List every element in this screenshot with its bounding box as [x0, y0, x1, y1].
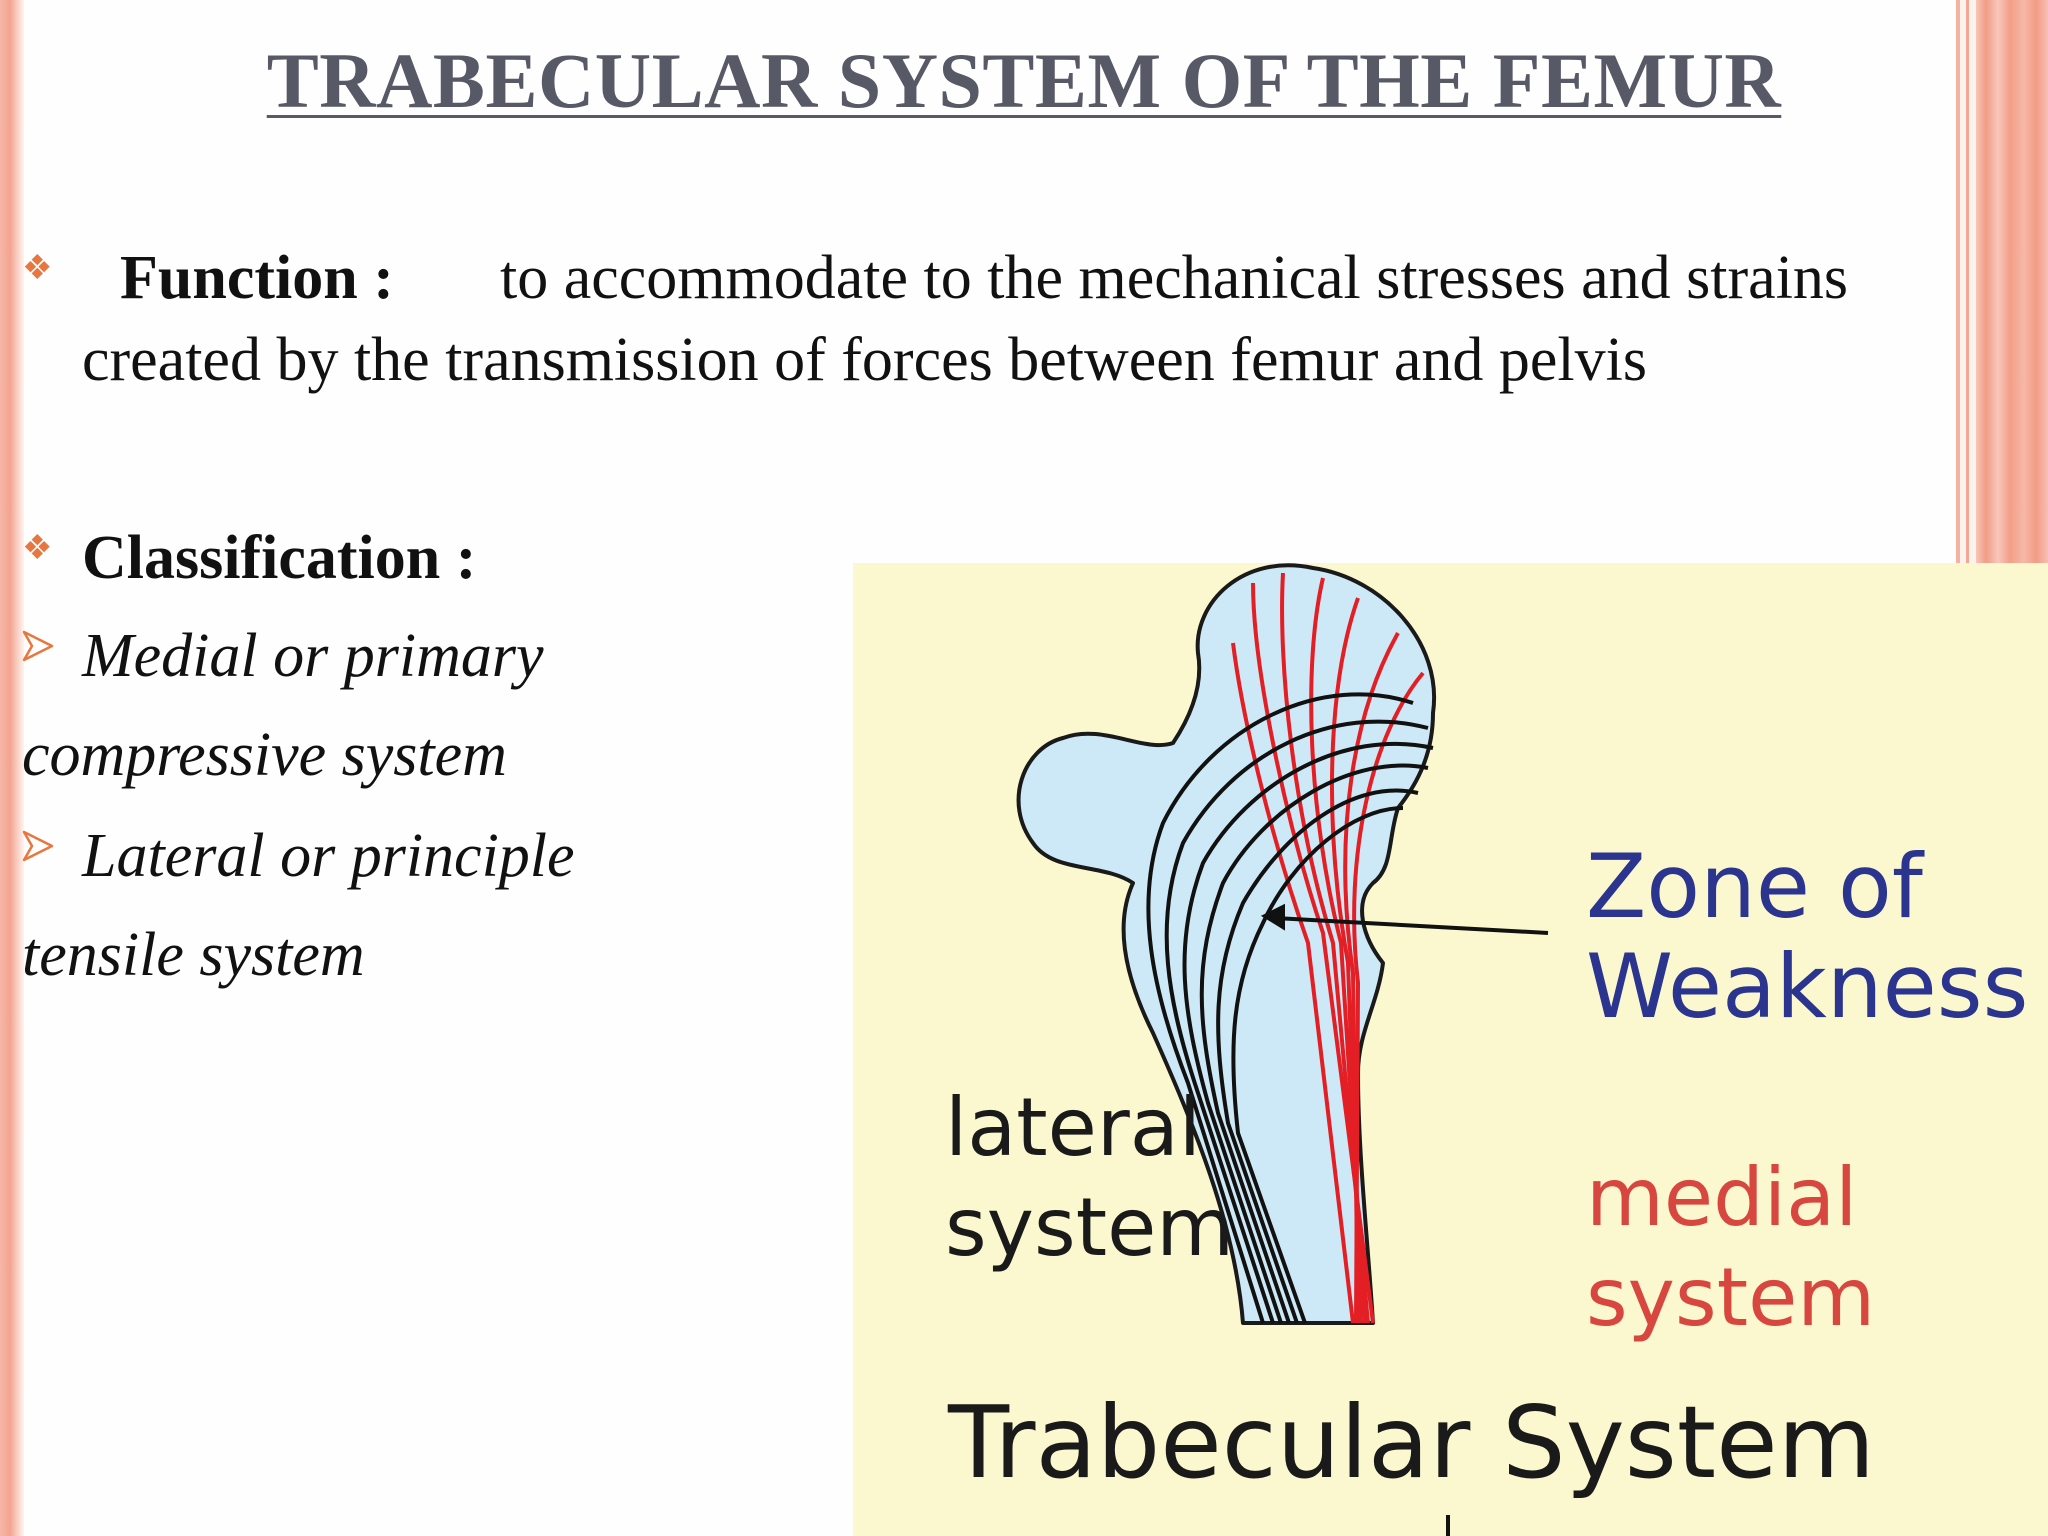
figure-caption: Trabecular System [948, 1384, 1876, 1501]
lateral-system-label-line2: system [945, 1181, 1235, 1274]
classification-item-2-line1: Lateral or principle [82, 822, 575, 890]
medial-system-label-line1: medial [1586, 1151, 1858, 1244]
zone-pointer [1260, 903, 1549, 935]
zone-of-weakness-label-line1: Zone of [1586, 835, 1923, 938]
diamond-bullet-icon: ❖ [22, 530, 53, 567]
classification-item-2-line2: tensile system [22, 921, 365, 989]
medial-system-label-line2: system [1586, 1251, 1876, 1344]
classification-item-1-line1: Medial or primary [82, 622, 544, 690]
function-text-line2: created by the transmission of forces be… [82, 326, 1647, 394]
arrow-bullet-icon [22, 830, 54, 862]
classification-item-1-line2: compressive system [22, 721, 507, 789]
arrow-bullet-icon [22, 630, 54, 662]
femur-illustration [1016, 563, 1549, 1536]
classification-label: Classification : [82, 524, 477, 592]
function-text-line1: to accommodate to the mechanical stresse… [500, 244, 1849, 312]
lateral-trabeculae [1146, 692, 1434, 1324]
slide-title: TRABECULAR SYSTEM OF THE FEMUR [266, 37, 1782, 124]
femur-trabecular-figure: Zone of Weakness lateral system medial s… [853, 563, 2048, 1536]
medial-trabeculae [1231, 572, 1425, 1324]
lateral-system-label-line1: lateral [945, 1081, 1201, 1174]
diamond-bullet-icon: ❖ [22, 250, 53, 287]
function-label: Function : [120, 244, 394, 312]
zone-of-weakness-label-line2: Weakness [1586, 935, 2029, 1038]
left-decorative-border [0, 0, 24, 1536]
